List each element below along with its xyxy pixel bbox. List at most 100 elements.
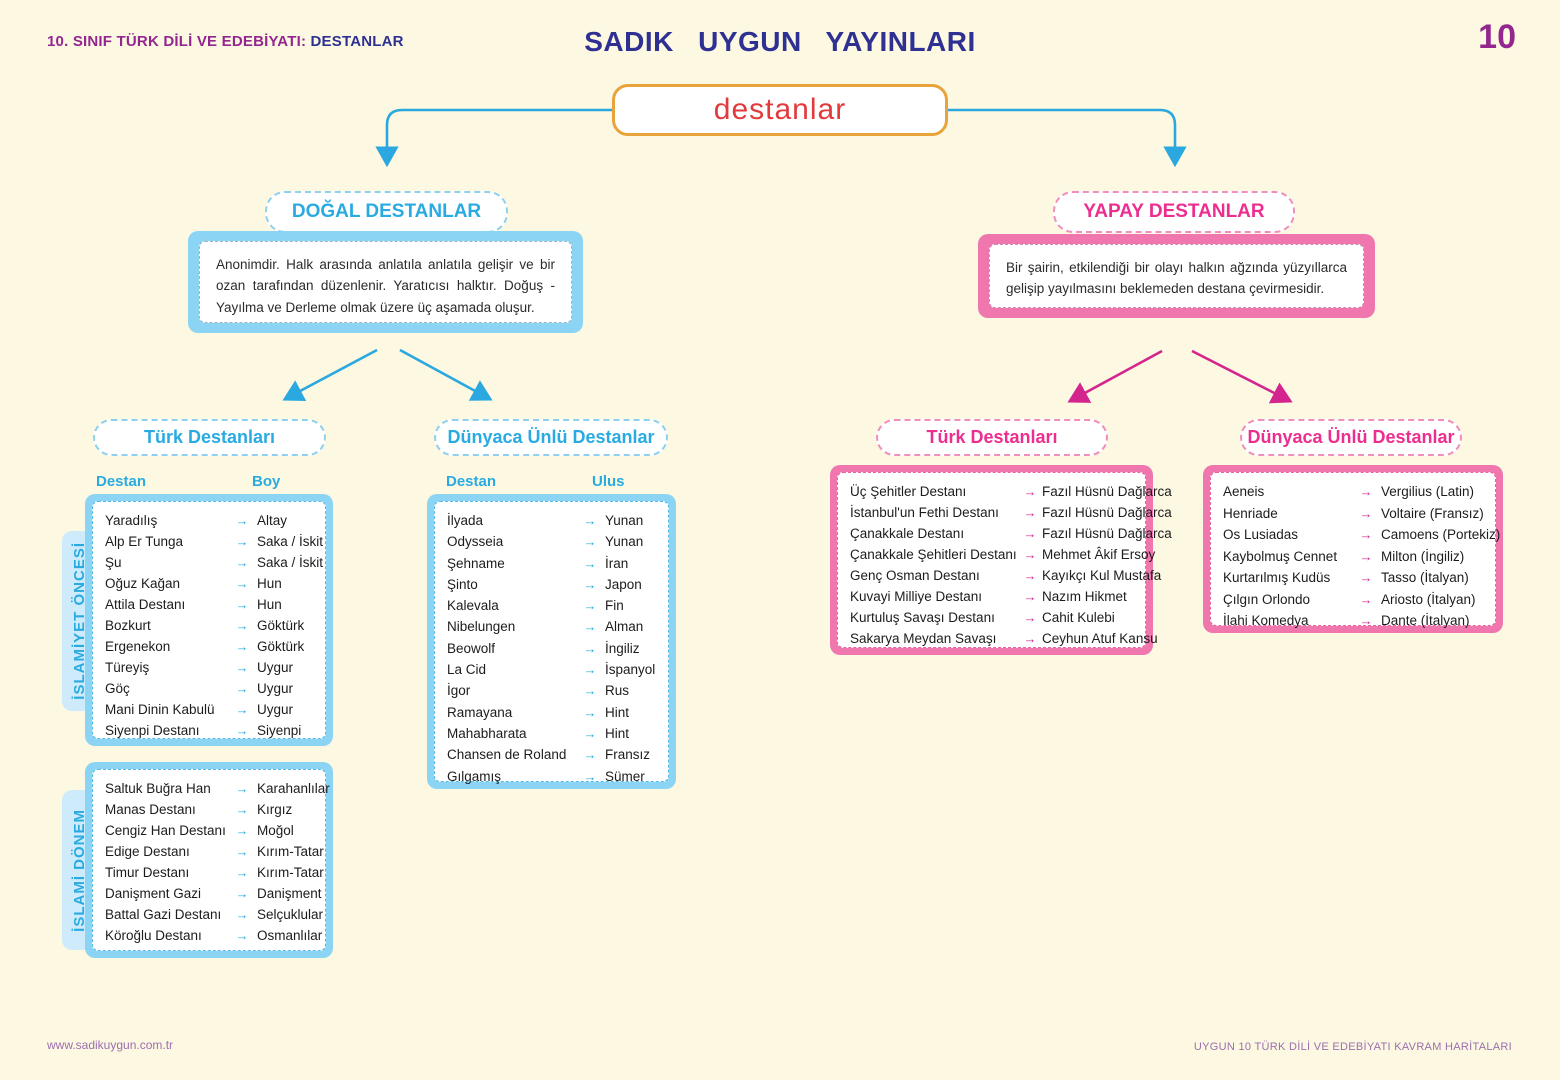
epic-name: Ergenekon: [105, 639, 171, 654]
epic-name: İstanbul'un Fethi Destanı: [850, 505, 999, 520]
artificial-world-heading-label: Dünyaca Ünlü Destanlar: [1247, 427, 1455, 447]
table-row: Şinto → Japon: [447, 574, 656, 595]
epic-origin: Saka / İskit: [257, 555, 324, 570]
arrow-icon: →: [1023, 610, 1037, 625]
course-topic: DESTANLAR: [310, 33, 404, 50]
arrow-icon: →: [235, 555, 249, 570]
table-row: Genç Osman Destanı → Kayıkçı Kul Mustafa: [850, 565, 1161, 586]
epic-name: Genç Osman Destanı: [850, 568, 980, 583]
epic-origin: Kırım-Tatar: [257, 844, 324, 859]
epic-name: Şinto: [447, 576, 478, 592]
epic-name: İgor: [447, 683, 471, 699]
natural-world-heading-label: Dünyaca Ünlü Destanlar: [447, 427, 655, 447]
epic-name: Timur Destanı: [105, 865, 190, 880]
table-row: La Cid → İspanyol: [447, 659, 656, 680]
natural-epics-heading-label: DOĞAL DESTANLAR: [291, 201, 482, 222]
table-row: Battal Gazi Destanı → Selçuklular: [105, 904, 323, 925]
epic-name: Nibelungen: [447, 619, 516, 635]
epic-nation: Rus: [605, 683, 630, 699]
epic-origin: Selçuklular: [257, 907, 324, 922]
epic-origin: Uygur: [257, 681, 294, 696]
table-row: Os Lusiadas → Camoens (Portekiz): [1223, 524, 1500, 546]
epic-name: Bozkurt: [105, 618, 151, 633]
epic-name: Çanakkale Destanı: [850, 526, 965, 541]
epic-nation: Japon: [605, 576, 642, 592]
artificial-turkish-table: Üç Şehitler Destanı → Fazıl Hüsnü Dağlar…: [830, 465, 1172, 655]
artificial-turkish-heading: Türk Destanları: [876, 419, 1108, 456]
epic-origin: Uygur: [257, 660, 294, 675]
epic-author: Voltaire (Fransız): [1381, 505, 1484, 521]
epic-name: Şu: [105, 555, 122, 570]
epic-origin: Göktürk: [257, 639, 305, 654]
epic-name: Saltuk Buğra Han: [105, 781, 211, 796]
epic-nation: İspanyol: [605, 662, 656, 678]
pre-islamic-epics-table: Yaradılış → Altay Alp Er Tunga → Saka / …: [85, 494, 333, 746]
epic-name: Mani Dinin Kabulü: [105, 702, 215, 717]
epic-name: İlahi Komedya: [1223, 613, 1309, 628]
table-row: Kalevala → Fin: [447, 595, 656, 616]
footer-series: UYGUN 10 TÜRK DİLİ VE EDEBİYATI KAVRAM H…: [1193, 1041, 1512, 1053]
table-row: Ramayana → Hint: [447, 702, 656, 723]
table-row: Alp Er Tunga → Saka / İskit: [105, 531, 323, 552]
natural-epics-description: Anonimdir. Halk arasında anlatıla anlatı…: [199, 241, 572, 323]
arrow-icon: →: [235, 928, 249, 943]
arrow-icon: →: [1023, 526, 1037, 541]
epic-origin: Karahanlılar: [257, 781, 330, 796]
islamic-epics-rows: Saltuk Buğra Han → Karahanlılar Manas De…: [92, 769, 330, 951]
epic-name: Attila Destanı: [105, 597, 186, 612]
artificial-epics-heading: YAPAY DESTANLAR: [1053, 191, 1295, 233]
epic-origin: Saka / İskit: [257, 534, 324, 549]
page-header-left: 10. SINIF TÜRK DİLİ VE EDEBİYATI: DESTAN…: [47, 33, 404, 50]
artificial-turkish-heading-label: Türk Destanları: [926, 427, 1058, 447]
epic-nation: Hint: [605, 704, 630, 720]
epic-author: Vergilius (Latin): [1381, 484, 1475, 499]
artificial-epics-heading-label: YAPAY DESTANLAR: [1083, 201, 1265, 222]
epic-name: Beowolf: [447, 640, 496, 656]
table-row: İlahi Komedya → Dante (İtalyan): [1223, 610, 1483, 632]
epic-origin: Altay: [257, 513, 288, 528]
table-row: Siyenpi Destanı → Siyenpi: [105, 720, 313, 741]
arrow-icon: →: [583, 534, 597, 550]
world-epics-table: İlyada → Yunan Odysseia → Yunan Şehname …: [427, 494, 676, 789]
table-row: Sakarya Meydan Savaşı → Ceyhun Atuf Kans…: [850, 628, 1158, 649]
table-row: İstanbul'un Fethi Destanı → Fazıl Hüsnü …: [850, 502, 1172, 523]
epic-origin: Uygur: [257, 702, 294, 717]
epic-name: Üç Şehitler Destanı: [850, 484, 967, 499]
arrow-icon: →: [235, 576, 249, 591]
epic-name: Ramayana: [447, 704, 513, 720]
epic-author: Kayıkçı Kul Mustafa: [1042, 568, 1162, 583]
epic-origin: Hun: [257, 576, 282, 591]
epic-nation: İran: [605, 555, 629, 571]
arrow-icon: →: [235, 681, 249, 696]
table-row: Göç → Uygur: [105, 678, 313, 699]
epic-name: Edige Destanı: [105, 844, 190, 859]
artificial-turkish-rows: Üç Şehitler Destanı → Fazıl Hüsnü Dağlar…: [837, 472, 1172, 649]
arrow-icon: →: [235, 723, 249, 738]
table-row: Çılgın Orlondo → Ariosto (İtalyan): [1223, 589, 1483, 611]
epic-author: Tasso (İtalyan): [1381, 570, 1469, 585]
artificial-world-rows: Aeneis → Vergilius (Latin) Henriade → Vo…: [1210, 472, 1500, 628]
table-row: Mahabharata → Hint: [447, 723, 656, 744]
epic-author: Milton (İngiliz): [1381, 548, 1465, 564]
epic-name: Çanakkale Şehitleri Destanı: [850, 547, 1017, 562]
epic-name: Chansen de Roland: [447, 747, 567, 763]
world-epics-rows: İlyada → Yunan Odysseia → Yunan Şehname …: [434, 501, 669, 784]
arrow-icon: →: [235, 513, 249, 528]
arrow-icon: →: [235, 865, 249, 880]
connector-root-to-natural: [375, 108, 612, 168]
table-row: Timur Destanı → Kırım-Tatar: [105, 862, 324, 883]
table-row: Edige Destanı → Kırım-Tatar: [105, 841, 324, 862]
arrow-icon: →: [235, 907, 249, 922]
table-row: Gılgamış → Sümer: [447, 766, 656, 787]
arrow-icon: →: [1023, 484, 1037, 499]
table-row: Aeneis → Vergilius (Latin): [1223, 481, 1483, 503]
arrow-icon: →: [583, 747, 597, 763]
column-header-destan-world: Destan: [446, 473, 497, 490]
epic-name: Gılgamış: [447, 768, 502, 784]
arrow-icon: →: [235, 823, 249, 838]
arrow-icon: →: [1359, 548, 1373, 564]
table-row: Ergenekon → Göktürk: [105, 636, 313, 657]
epic-name: Çılgın Orlondo: [1223, 591, 1311, 607]
arrow-icon: →: [1023, 589, 1037, 604]
table-row: Cengiz Han Destanı → Moğol: [105, 820, 313, 841]
